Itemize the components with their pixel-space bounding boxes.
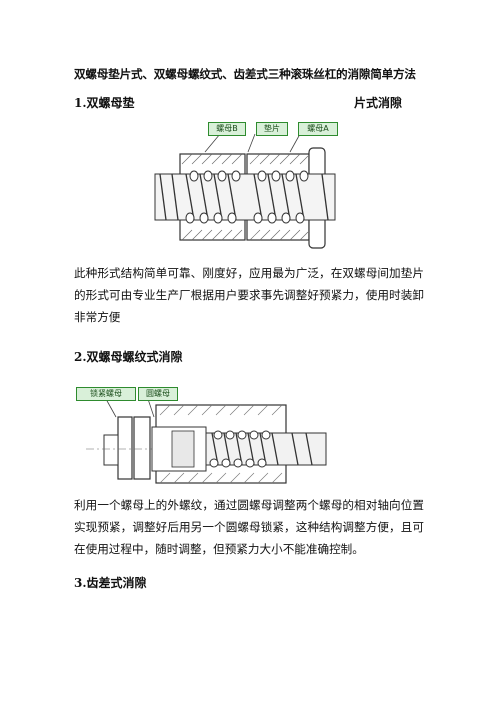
- label-nut-b: 螺母B: [208, 122, 246, 136]
- section1-heading-left: 1.双螺母垫: [74, 96, 135, 110]
- label-shim: 垫片: [256, 122, 288, 136]
- section1-paragraph: 此种形式结构简单可靠、刚度好，应用最为广泛，在双螺母间加垫片的形式可由专业生产厂…: [74, 266, 424, 324]
- label-lock-nut: 锁紧螺母: [76, 387, 136, 401]
- label-nut-a: 螺母A: [298, 122, 338, 136]
- figure-threaded-nut: 锁紧螺母 圆螺母: [76, 383, 332, 487]
- threaded-nut-drawing: [86, 398, 327, 484]
- section1-heading-right: 片式消隙: [354, 96, 403, 110]
- label-round-nut: 圆螺母: [138, 387, 178, 401]
- shim-nut-drawing: [154, 133, 336, 249]
- document-title: 双螺母垫片式、双螺母螺纹式、齿差式三种滚珠丝杠的消隙简单方法: [74, 67, 416, 81]
- figure-shim-nut: 螺母B 垫片 螺母A: [150, 118, 340, 258]
- section2-heading: 2.双螺母螺纹式消隙: [74, 350, 183, 364]
- section3-heading: 3.齿差式消隙: [74, 576, 147, 590]
- section2-paragraph: 利用一个螺母上的外螺纹，通过圆螺母调整两个螺母的相对轴向位置实现预紧，调整好后用…: [74, 498, 424, 556]
